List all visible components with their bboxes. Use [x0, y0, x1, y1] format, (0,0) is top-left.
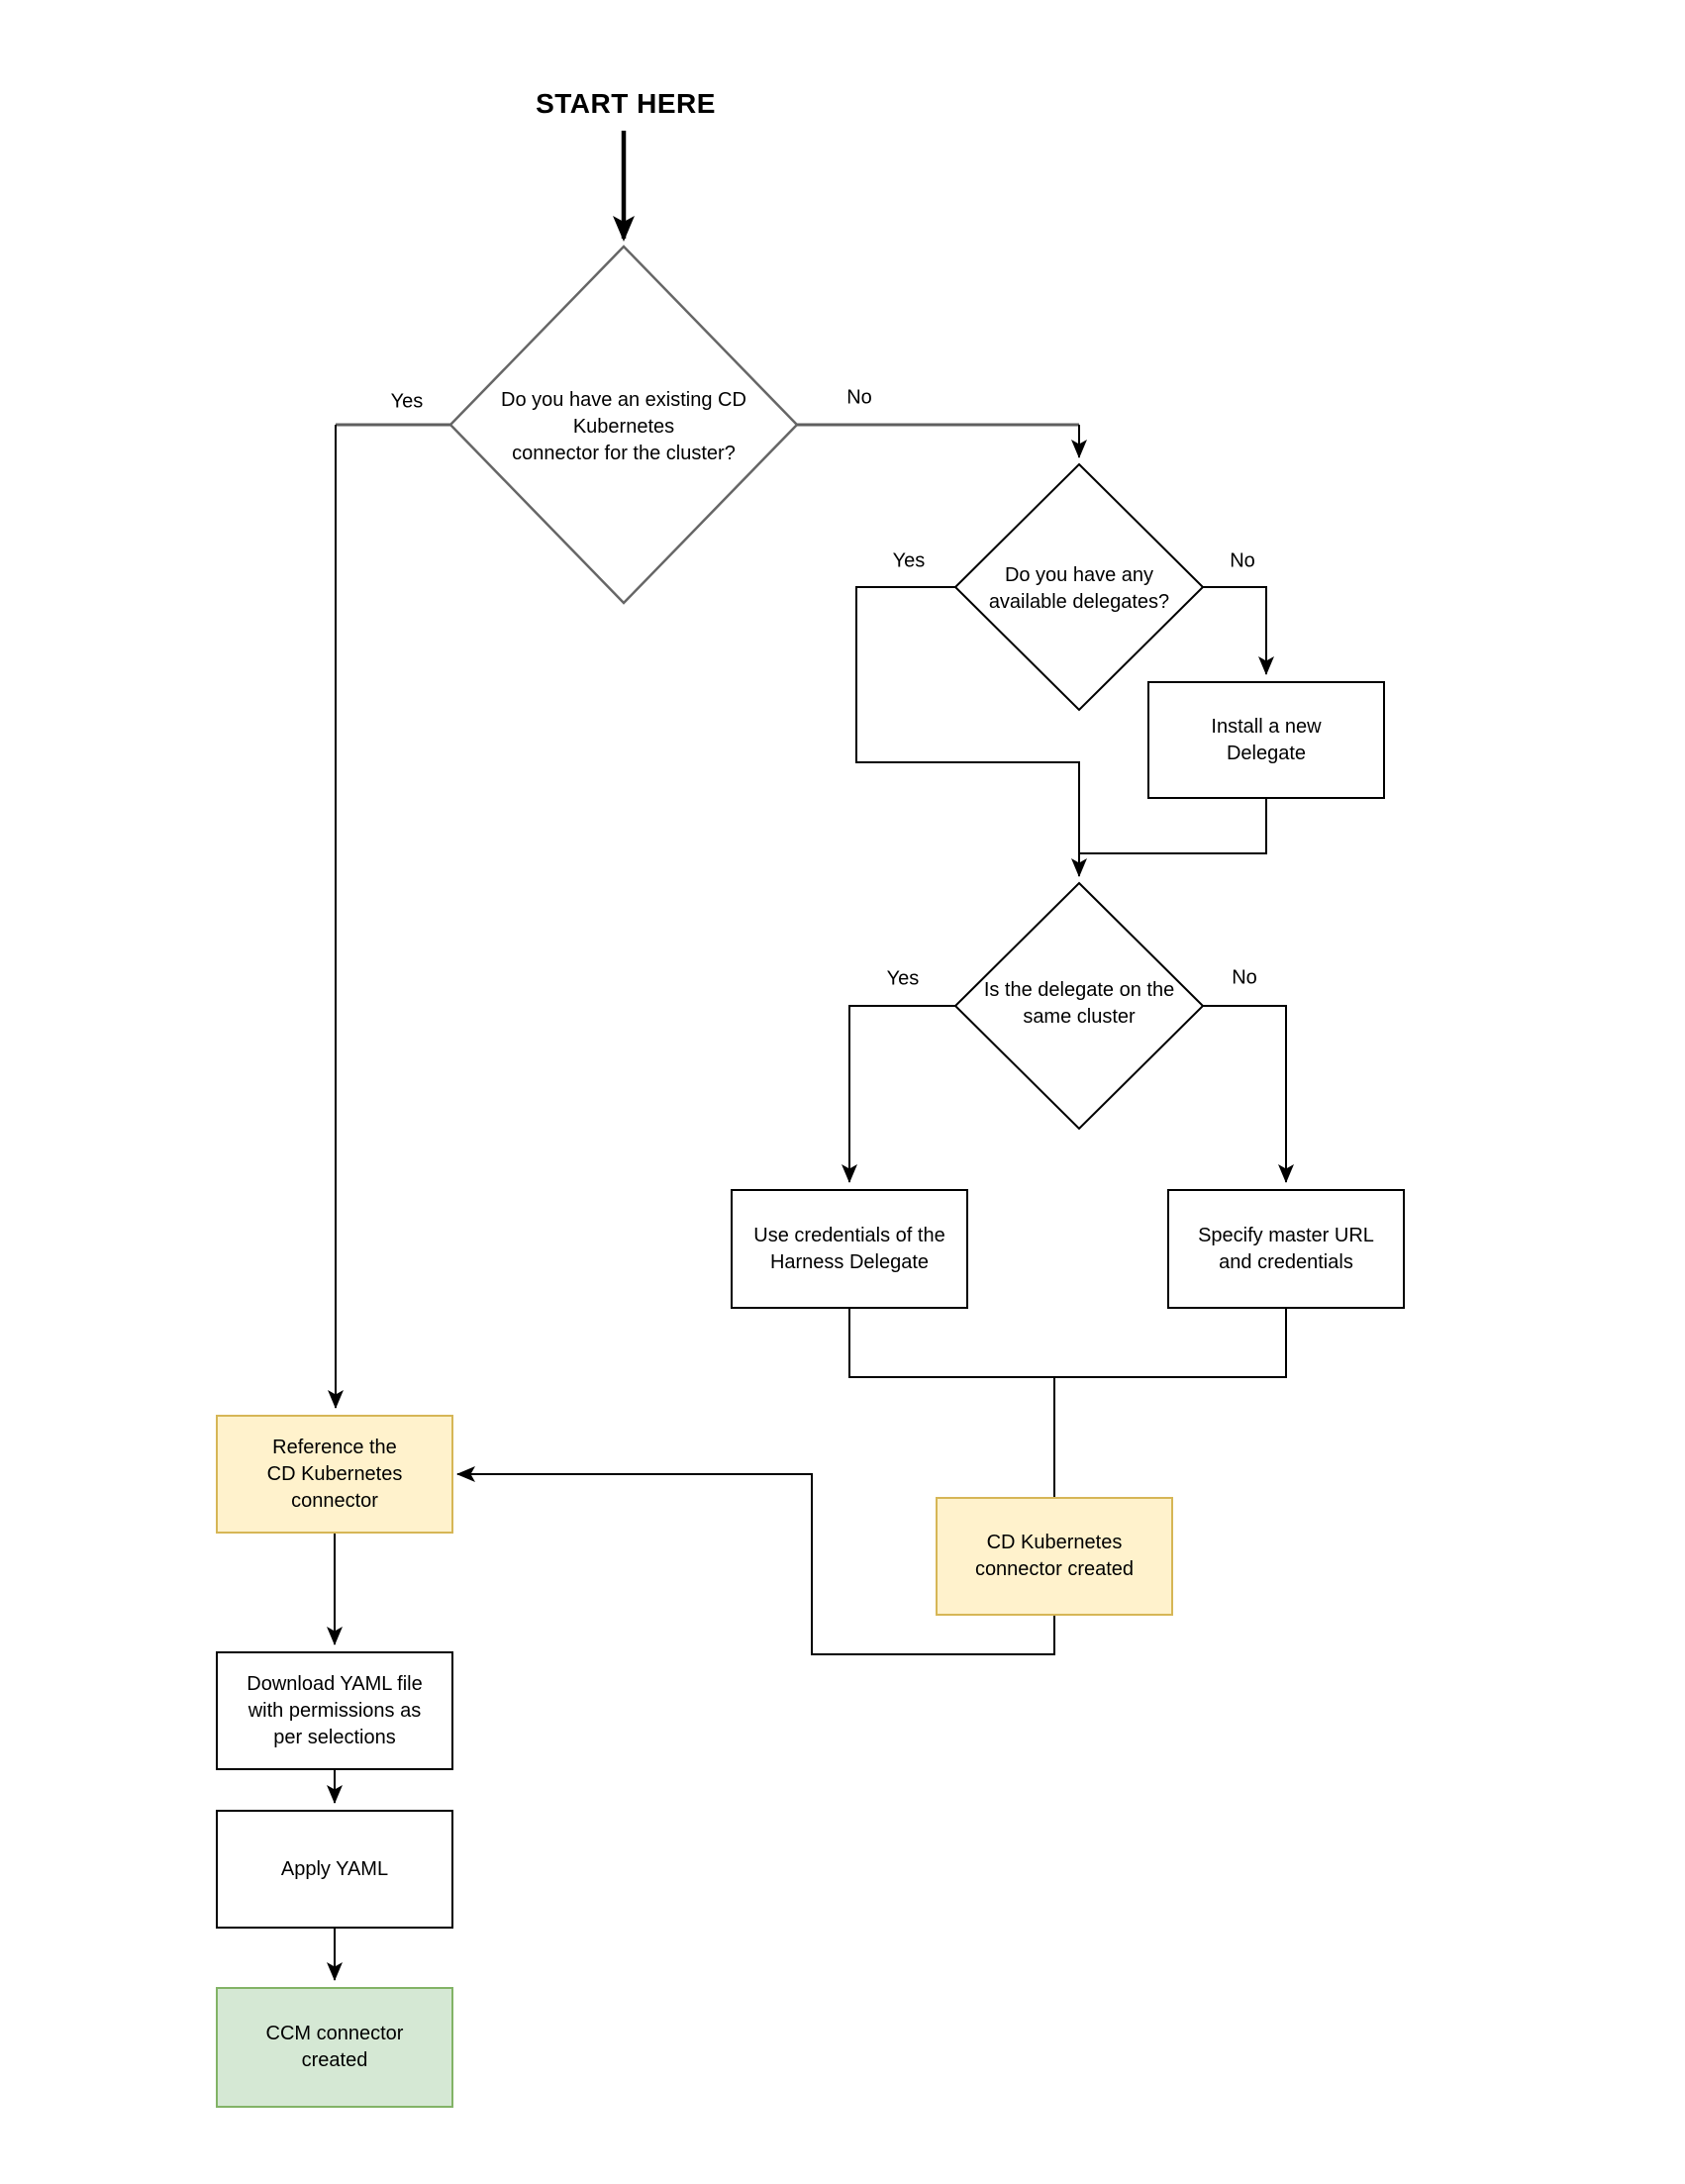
decision-existing-connector-label: Do you have an existing CD Kubernetes co… [501, 389, 746, 464]
decision-available-delegates-label: Do you have any available delegates? [988, 564, 1170, 613]
specify-master-url-box: Specify master URL and credentials [1167, 1189, 1405, 1309]
edge-same-cluster-yes [842, 1005, 955, 1183]
label-same-cluster-no: No [1232, 966, 1257, 989]
use-credentials-box: Use credentials of the Harness Delegate [731, 1189, 968, 1309]
cd-connector-created-box: CD Kubernetes connector created [936, 1497, 1173, 1616]
reference-connector-box: Reference the CD Kubernetes connector [216, 1415, 453, 1534]
decision-same-cluster-label: Is the delegate on the same cluster [983, 979, 1175, 1028]
edge-cd-created-to-reference [456, 1466, 1055, 1655]
edge-delegates-no [1203, 586, 1274, 675]
edge-install-to-decision3 [1079, 799, 1267, 854]
decision-available-delegates-shape [953, 462, 1205, 712]
edge-same-cluster-no [1203, 1005, 1294, 1183]
label-delegates-yes: Yes [892, 549, 926, 572]
start-here-label: START HERE [536, 88, 716, 119]
label-existing-no: No [846, 386, 872, 409]
decision-same-cluster-shape [953, 881, 1205, 1131]
label-existing-yes: Yes [390, 390, 424, 413]
apply-yaml-box: Apply YAML [216, 1810, 453, 1929]
edge-use-credentials-out [848, 1309, 1054, 1378]
label-delegates-no: No [1230, 549, 1255, 572]
edge-delegates-yes [855, 586, 1087, 877]
install-delegate-box: Install a new Delegate [1147, 681, 1385, 799]
decision-existing-connector-shape [448, 245, 799, 605]
download-yaml-box: Download YAML file with permissions as p… [216, 1651, 453, 1770]
edge-specify-master-out [1054, 1309, 1287, 1378]
ccm-connector-created-box: CCM connector created [216, 1987, 453, 2108]
label-same-cluster-yes: Yes [886, 967, 920, 990]
